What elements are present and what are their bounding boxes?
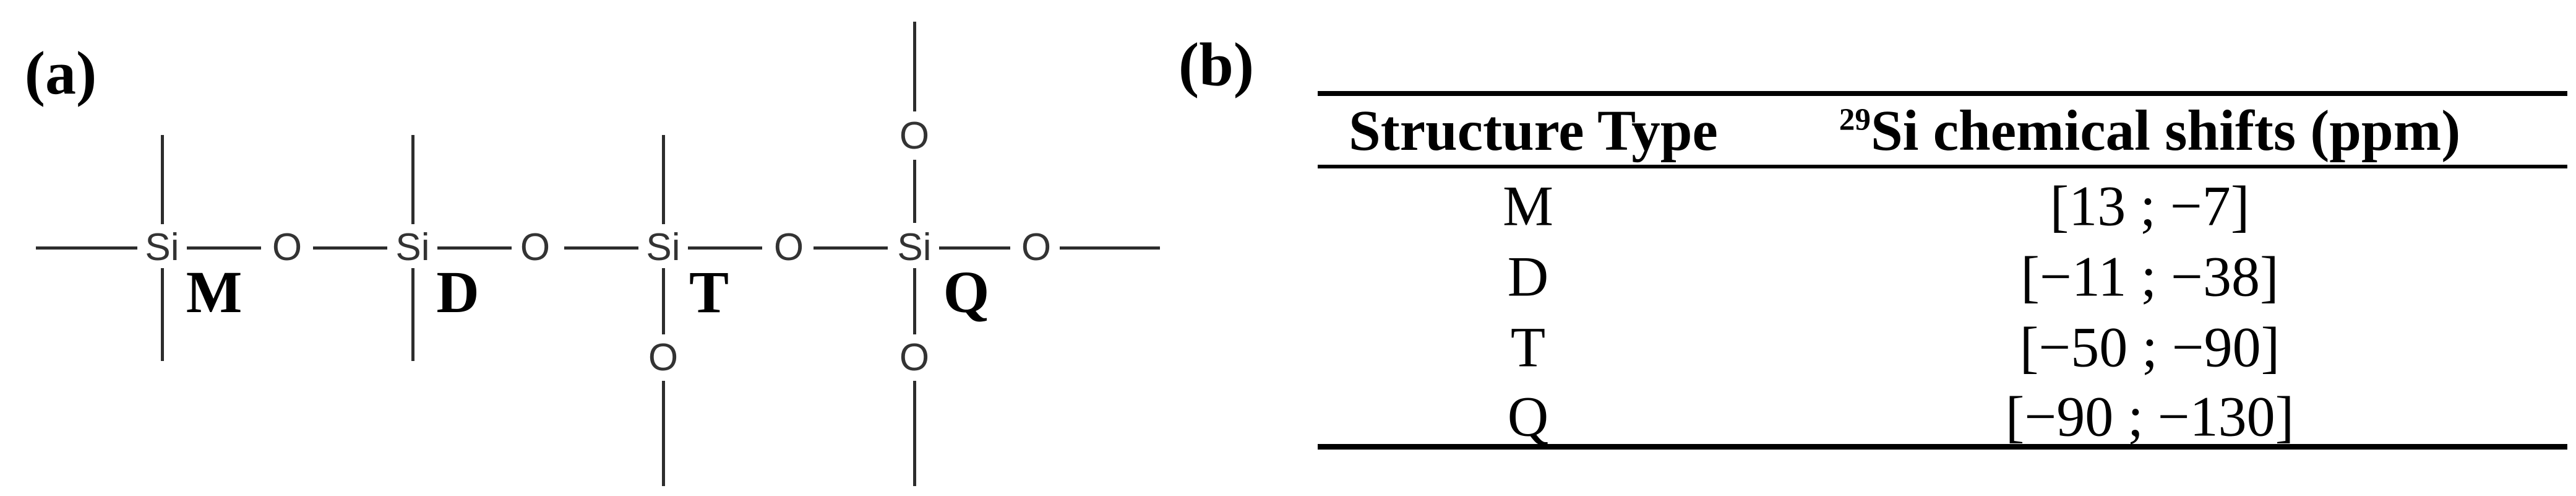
table-header-rule <box>1318 165 2567 168</box>
q-bond-down-upper <box>913 268 916 334</box>
bond-si4-o4 <box>939 246 1010 250</box>
panel-b-label: (b) <box>1178 30 1255 99</box>
q-bond-up-top <box>913 22 916 111</box>
bond-o3-si4 <box>814 246 888 250</box>
q-pendant-o-atom-bot: O <box>899 336 930 379</box>
row-d-range: [−11 ; −38] <box>2020 245 2279 308</box>
row-t-range: [−50 ; −90] <box>2019 315 2280 379</box>
row-q-range: [−90 ; −130] <box>2005 385 2295 448</box>
t-bond-up <box>662 135 665 224</box>
row-m-type: M <box>1503 174 1553 238</box>
m-bond-down <box>161 268 164 361</box>
t-pendant-o-atom: O <box>648 336 679 379</box>
table-top-rule <box>1318 91 2567 96</box>
row-m-range: [13 ; −7] <box>2050 174 2250 238</box>
row-q-type: Q <box>1507 385 1549 448</box>
q-bond-up-lower <box>913 160 916 223</box>
panel-a-label: (a) <box>24 38 97 108</box>
shift-header-text: Si chemical shifts (ppm) <box>1870 98 2461 163</box>
q-bond-down-lower <box>913 381 916 486</box>
unit-label-t: T <box>689 259 729 325</box>
bond-si3-o3 <box>688 246 762 250</box>
unit-label-m: M <box>186 259 243 325</box>
table-bottom-rule <box>1318 444 2567 450</box>
o-atom-2: O <box>520 226 551 269</box>
terminal-bond-left <box>36 246 137 250</box>
row-d-type: D <box>1507 245 1549 308</box>
si-atom-1: Si <box>145 226 179 269</box>
t-bond-down-upper <box>662 268 665 334</box>
bond-si1-o1 <box>187 246 261 250</box>
o-atom-3: O <box>773 226 804 269</box>
table-header-shifts: 29Si chemical shifts (ppm) <box>1785 98 2515 163</box>
unit-label-d: D <box>436 259 479 325</box>
t-bond-down-lower <box>662 381 665 486</box>
si-atom-2: Si <box>395 226 430 269</box>
d-bond-up <box>411 135 414 224</box>
m-bond-up <box>161 135 164 224</box>
d-bond-down <box>411 268 414 361</box>
bond-o2-si3 <box>564 246 638 250</box>
q-pendant-o-atom-top: O <box>899 115 930 157</box>
si-atom-3: Si <box>646 226 680 269</box>
unit-label-q: Q <box>943 259 990 325</box>
si-atom-4: Si <box>897 226 932 269</box>
table-header-structure-type: Structure Type <box>1349 98 1718 163</box>
bond-o1-si2 <box>313 246 387 250</box>
o-atom-1: O <box>272 226 303 269</box>
si29-superscript: 29 <box>1839 102 1871 137</box>
terminal-bond-right <box>1060 246 1160 250</box>
o-atom-4: O <box>1021 226 1052 269</box>
bond-si2-o2 <box>437 246 512 250</box>
row-t-type: T <box>1510 315 1546 379</box>
